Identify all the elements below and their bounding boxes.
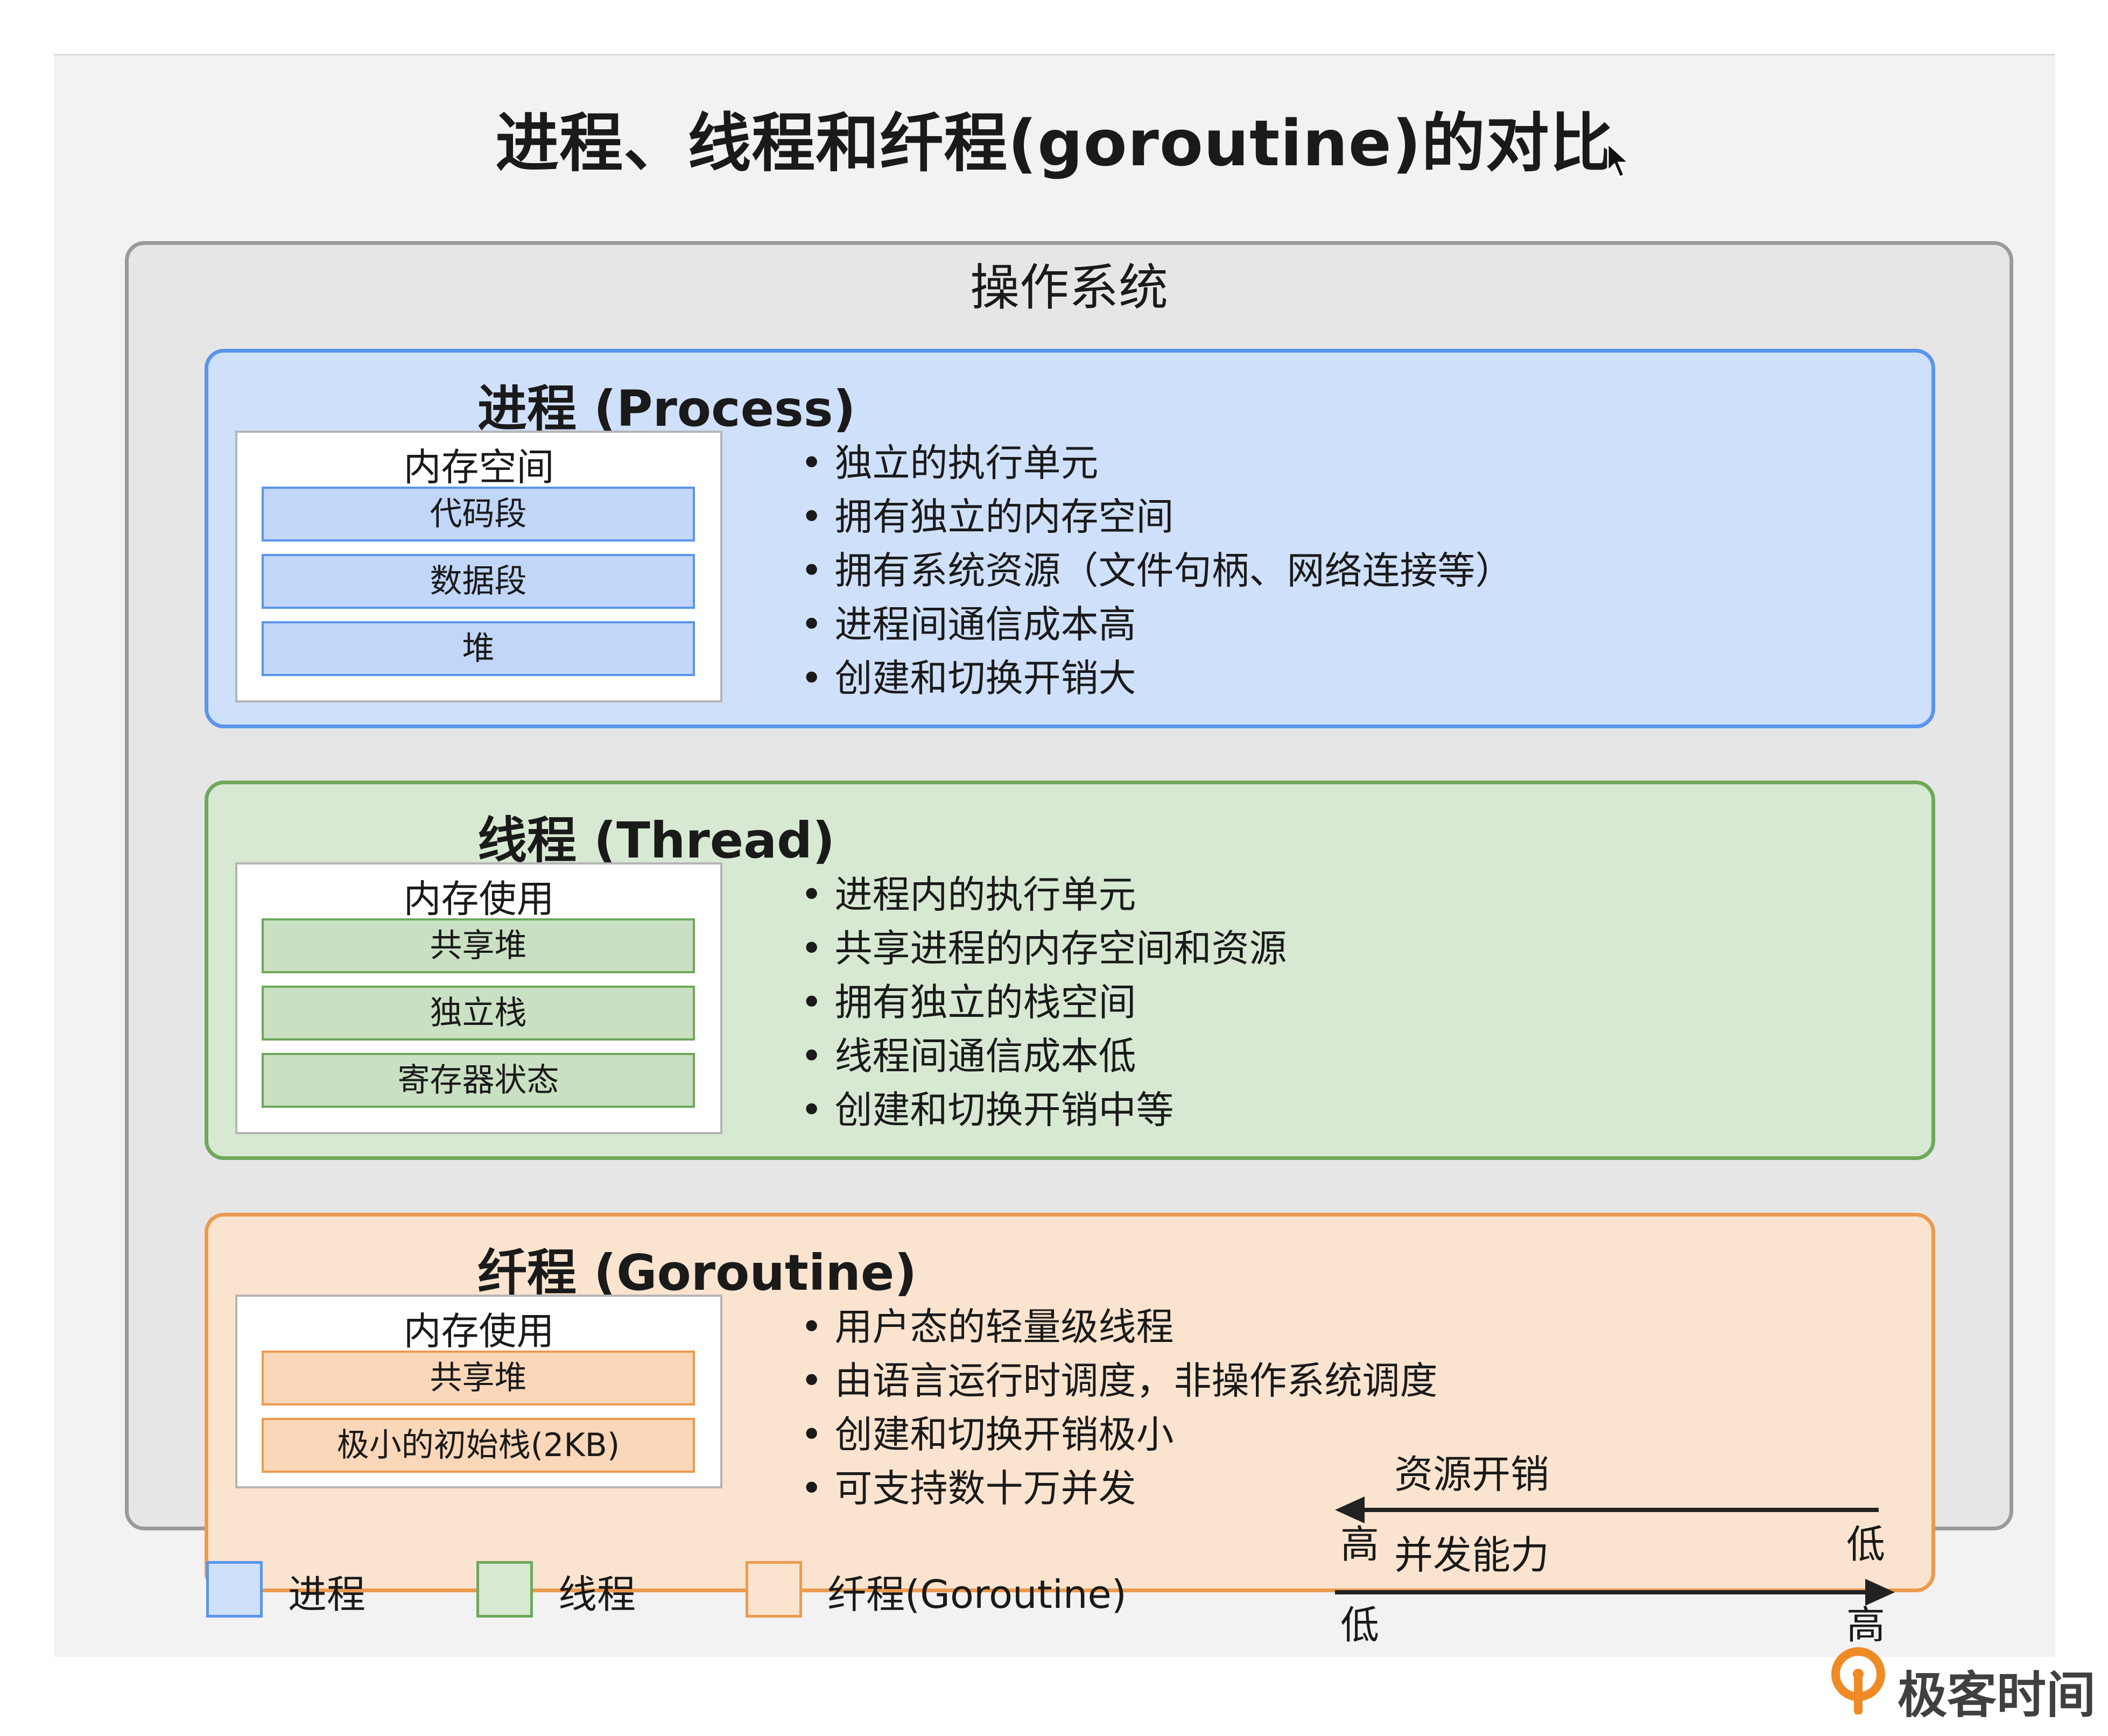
legend-swatch-process bbox=[206, 1561, 263, 1618]
legend-label-process: 进程 bbox=[288, 1572, 366, 1617]
brand-name: 极客时间 bbox=[1898, 1667, 2096, 1724]
resource-cost-left-label: 高 bbox=[1340, 1522, 1380, 1567]
memory-segment: 共享堆 bbox=[262, 1351, 695, 1405]
feature-list: 独立的执行单元 拥有独立的内存空间 拥有系统资源（文件句柄、网络连接等） 进程间… bbox=[800, 436, 1513, 705]
feature-list: 用户态的轻量级线程 由语言运行时调度，非操作系统调度 创建和切换开销极小 可支持… bbox=[800, 1300, 1438, 1515]
memory-segment: 极小的初始栈(2KB) bbox=[262, 1418, 695, 1473]
memory-box: 内存使用 共享堆 独立栈 寄存器状态 bbox=[235, 862, 722, 1134]
feature-item: 共享进程的内存空间和资源 bbox=[800, 922, 1287, 975]
memory-segment: 寄存器状态 bbox=[262, 1053, 695, 1108]
panel-title: 纤程 (Goroutine) bbox=[477, 1244, 917, 1302]
memory-segment: 独立栈 bbox=[262, 986, 695, 1041]
memory-segment: 代码段 bbox=[262, 487, 695, 542]
feature-item: 线程间通信成本低 bbox=[800, 1029, 1287, 1083]
feature-item: 拥有独立的内存空间 bbox=[800, 490, 1513, 544]
feature-item: 创建和切换开销中等 bbox=[800, 1083, 1287, 1137]
memory-box-title: 内存使用 bbox=[403, 877, 554, 921]
legend-swatch-goroutine bbox=[746, 1561, 802, 1618]
concurrency-label: 并发能力 bbox=[1394, 1533, 1550, 1578]
mouse-cursor-icon bbox=[1607, 143, 1631, 179]
feature-item: 拥有系统资源（文件句柄、网络连接等） bbox=[800, 544, 1513, 598]
memory-segment: 数据段 bbox=[262, 554, 695, 609]
feature-item: 进程内的执行单元 bbox=[800, 868, 1287, 922]
resource-cost-label: 资源开销 bbox=[1394, 1452, 1550, 1497]
resource-cost-arrow bbox=[1335, 1496, 1879, 1523]
memory-box-title: 内存使用 bbox=[403, 1309, 554, 1353]
feature-item: 创建和切换开销大 bbox=[800, 651, 1513, 705]
memory-box: 内存使用 共享堆 极小的初始栈(2KB) bbox=[235, 1295, 722, 1488]
legend-swatch-thread bbox=[476, 1561, 533, 1618]
feature-item: 可支持数十万并发 bbox=[800, 1461, 1438, 1515]
concurrency-left-label: 低 bbox=[1340, 1603, 1380, 1648]
process-panel: 进程 (Process) 内存空间 代码段 数据段 堆 独立的执行单元 拥有独立… bbox=[205, 349, 1935, 728]
feature-list: 进程内的执行单元 共享进程的内存空间和资源 拥有独立的栈空间 线程间通信成本低 … bbox=[800, 868, 1287, 1137]
memory-segment: 堆 bbox=[262, 621, 695, 676]
memory-box-title: 内存空间 bbox=[403, 445, 554, 489]
feature-item: 创建和切换开销极小 bbox=[800, 1408, 1438, 1461]
operating-system-label: 操作系统 bbox=[969, 259, 1168, 317]
panel-title: 线程 (Thread) bbox=[477, 812, 835, 869]
thread-panel: 线程 (Thread) 内存使用 共享堆 独立栈 寄存器状态 进程内的执行单元 … bbox=[205, 781, 1935, 1160]
panel-title: 进程 (Process) bbox=[477, 380, 856, 438]
concurrency-right-label: 高 bbox=[1846, 1603, 1886, 1648]
feature-item: 由语言运行时调度，非操作系统调度 bbox=[800, 1354, 1438, 1408]
feature-item: 独立的执行单元 bbox=[800, 436, 1513, 490]
feature-item: 进程间通信成本高 bbox=[800, 598, 1513, 651]
concurrency-arrow bbox=[1335, 1579, 1895, 1606]
memory-box: 内存空间 代码段 数据段 堆 bbox=[235, 431, 722, 702]
resource-cost-right-label: 低 bbox=[1846, 1522, 1886, 1567]
feature-item: 用户态的轻量级线程 bbox=[800, 1300, 1438, 1354]
memory-segment: 共享堆 bbox=[262, 918, 695, 973]
page-title: 进程、线程和纤程(goroutine)的对比 bbox=[495, 106, 1614, 180]
feature-item: 拥有独立的栈空间 bbox=[800, 975, 1287, 1029]
goroutine-panel: 纤程 (Goroutine) 内存使用 共享堆 极小的初始栈(2KB) 用户态的… bbox=[205, 1213, 1935, 1592]
legend-label-goroutine: 纤程(Goroutine) bbox=[827, 1572, 1127, 1617]
geektime-logo-icon bbox=[1831, 1647, 1885, 1714]
legend-label-thread: 线程 bbox=[558, 1572, 636, 1617]
